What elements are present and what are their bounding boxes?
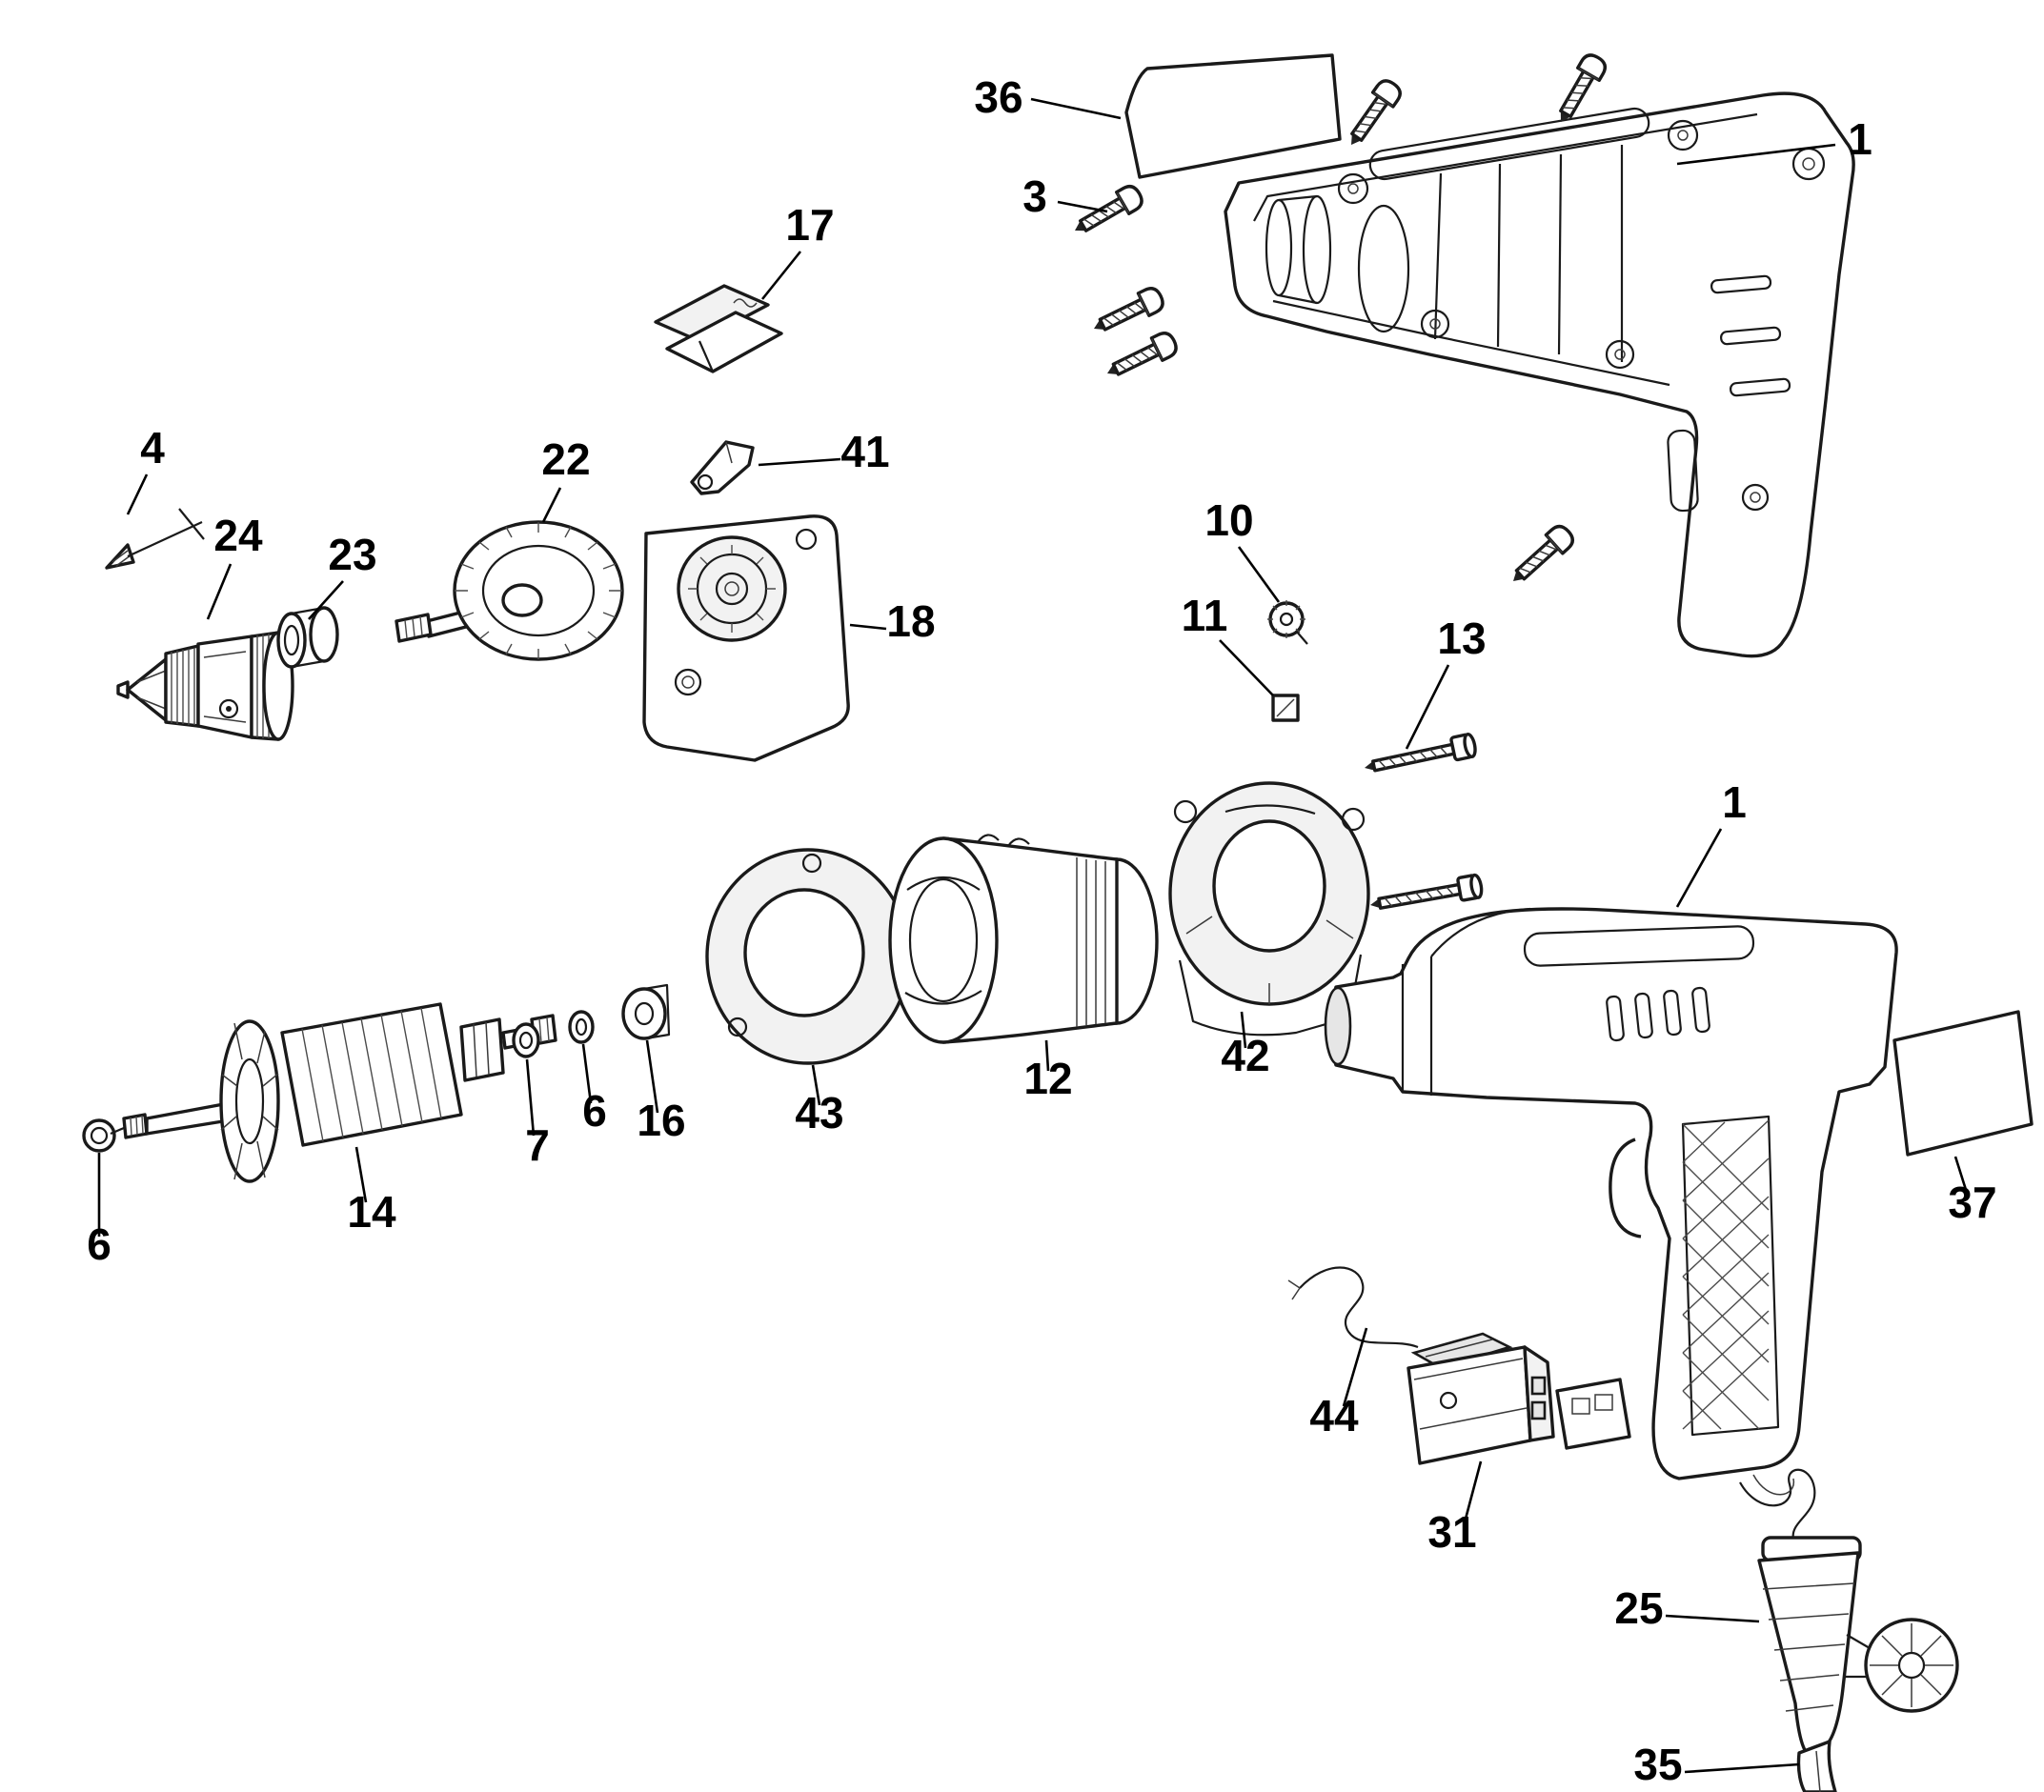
callout-label-18: 18 [886, 596, 935, 646]
callout-36: 36 [974, 72, 1122, 122]
callout-25: 25 [1614, 1583, 1760, 1633]
callout-1-mid: 1 [1675, 777, 1747, 908]
cord-protector [1739, 1468, 1959, 1755]
carbon-brush [1271, 694, 1300, 722]
callout-label-35: 35 [1633, 1740, 1682, 1789]
callout-37: 37 [1948, 1156, 1997, 1227]
spacer-collar [276, 606, 339, 669]
callout-6-mid: 6 [581, 1043, 607, 1136]
callout-label-1-mid: 1 [1722, 777, 1747, 827]
bearing [621, 983, 671, 1040]
callout-label-25: 25 [1614, 1583, 1663, 1633]
callout-43: 43 [795, 1064, 844, 1138]
gear-housing-plate [642, 514, 850, 762]
callout-11: 11 [1182, 591, 1274, 696]
callout-17: 17 [760, 200, 835, 300]
callout-label-13: 13 [1437, 614, 1486, 663]
housing-sticker [1124, 53, 1342, 179]
lead-wire [1287, 1266, 1419, 1349]
screw-boss [1337, 119, 1826, 512]
callout-24: 24 [206, 511, 263, 620]
armature [110, 1002, 557, 1183]
callout-label-41: 41 [840, 427, 889, 476]
callout-35: 35 [1633, 1740, 1800, 1789]
field-stator [888, 834, 1159, 1044]
trigger [1609, 1138, 1642, 1238]
callout-label-7: 7 [525, 1120, 550, 1170]
callout-4: 4 [126, 423, 165, 515]
callout-label-43: 43 [795, 1088, 843, 1138]
callout-12: 12 [1023, 1039, 1073, 1103]
callout-14: 14 [347, 1146, 396, 1237]
callout-22: 22 [541, 434, 591, 523]
callout-label-31: 31 [1427, 1507, 1476, 1557]
callout-label-24: 24 [213, 511, 263, 560]
bearing-ring [705, 848, 911, 1065]
callout-18: 18 [849, 596, 936, 646]
callout-label-42: 42 [1221, 1031, 1269, 1080]
chuck [116, 631, 294, 741]
washer-6-mid [568, 1010, 595, 1044]
brush-holder [654, 284, 783, 373]
callout-7: 7 [525, 1058, 550, 1170]
callout-label-44: 44 [1309, 1391, 1359, 1440]
motor-screws [1360, 732, 1485, 918]
washer-6-left [82, 1118, 116, 1153]
callout-label-6-left: 6 [87, 1219, 111, 1269]
callout-23: 23 [308, 530, 377, 620]
callout-label-36: 36 [974, 72, 1022, 122]
name-label [1892, 1010, 2034, 1157]
chuck-key [105, 508, 205, 570]
callout-label-16: 16 [637, 1096, 685, 1145]
callout-41: 41 [758, 427, 890, 476]
callout-label-37: 37 [1948, 1178, 1996, 1227]
callout-44: 44 [1309, 1327, 1368, 1440]
callout-3: 3 [1022, 171, 1108, 221]
motor-end-bracket [1168, 781, 1370, 1037]
callout-label-12: 12 [1023, 1054, 1072, 1103]
callout-label-22: 22 [541, 434, 590, 484]
callout-label-14: 14 [347, 1187, 396, 1237]
callout-label-10: 10 [1204, 495, 1253, 545]
power-cord [1796, 1740, 1837, 1792]
callout-31: 31 [1427, 1460, 1483, 1557]
callout-label-11: 11 [1182, 591, 1228, 640]
lock-lever [690, 440, 755, 495]
washer-7 [512, 1022, 540, 1058]
vent-slits [1606, 986, 1710, 1042]
callout-16: 16 [637, 1039, 686, 1145]
callout-1-top: 1 [1676, 114, 1872, 166]
callout-label-23: 23 [328, 530, 376, 579]
callout-13: 13 [1405, 614, 1487, 750]
callout-label-4: 4 [140, 423, 165, 473]
output-gear [395, 520, 624, 661]
switch [1407, 1332, 1631, 1465]
callout-label-1-top: 1 [1848, 114, 1872, 164]
callout-label-6-mid: 6 [582, 1086, 607, 1136]
trigger-opening [1667, 429, 1699, 513]
callout-label-3: 3 [1022, 171, 1047, 221]
grip-pad [1681, 1115, 1780, 1437]
callout-42: 42 [1221, 1011, 1270, 1080]
callout-6-left: 6 [87, 1153, 111, 1269]
housing-half-interior [1224, 91, 1855, 658]
pinion [1267, 600, 1308, 645]
drill-body [1324, 907, 1898, 1480]
callouts: 36 3 1 17 41 22 4 24 23 18 10 11 13 1 12… [87, 72, 1996, 1789]
handle-vents [1710, 274, 1791, 397]
callout-label-17: 17 [785, 200, 834, 250]
callout-10: 10 [1204, 495, 1281, 603]
